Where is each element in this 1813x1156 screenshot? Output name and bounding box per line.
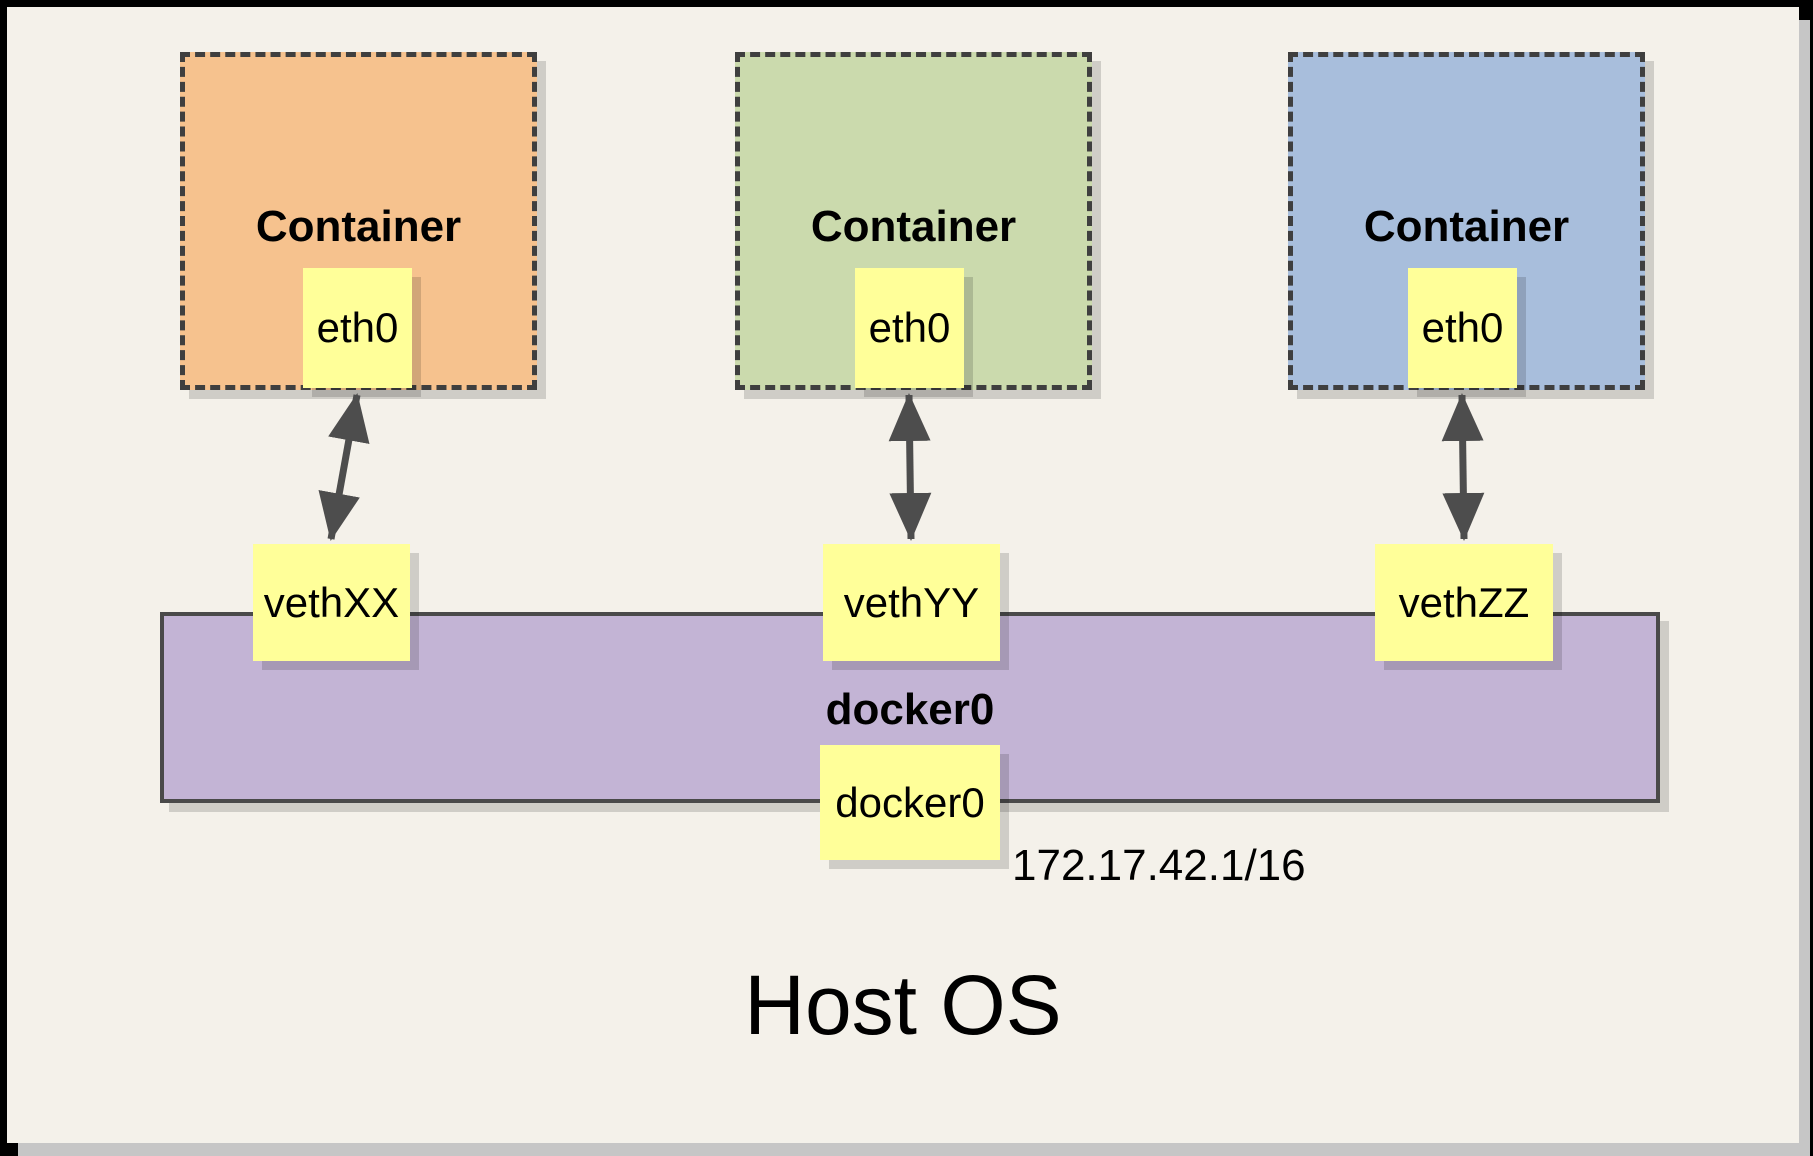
- veth-arrow-1: [318, 393, 370, 541]
- diagram-canvas: Container eth0 Container eth0 Container …: [7, 7, 1799, 1143]
- eth0-label-2: eth0: [868, 304, 951, 351]
- vethxx-box: vethXX: [253, 544, 410, 661]
- veth-arrow-3: [1441, 393, 1485, 541]
- eth0-label-3: eth0: [1421, 304, 1504, 351]
- vethxx-label: vethXX: [263, 578, 400, 626]
- docker0-bridge-label: docker0: [825, 685, 995, 734]
- container-label-3: Container: [1363, 202, 1570, 251]
- bridge-ip-label: 172.17.42.1/16: [1012, 841, 1306, 890]
- vethzz-label: vethZZ: [1398, 578, 1530, 626]
- eth0-box-1: eth0: [303, 268, 412, 388]
- eth0-box-3: eth0: [1408, 268, 1517, 388]
- eth0-label-1: eth0: [316, 304, 399, 351]
- container-label-2: Container: [810, 202, 1017, 251]
- docker0-interface-label: docker0: [835, 778, 985, 826]
- vethyy-box: vethYY: [823, 544, 1000, 661]
- container-label-1: Container: [255, 202, 462, 251]
- docker0-interface-box: docker0: [820, 745, 1000, 860]
- host-os-label: Host OS: [744, 958, 1062, 1052]
- vethyy-label: vethYY: [843, 578, 980, 626]
- vethzz-box: vethZZ: [1375, 544, 1553, 661]
- veth-arrow-2: [888, 393, 932, 541]
- eth0-box-2: eth0: [855, 268, 964, 388]
